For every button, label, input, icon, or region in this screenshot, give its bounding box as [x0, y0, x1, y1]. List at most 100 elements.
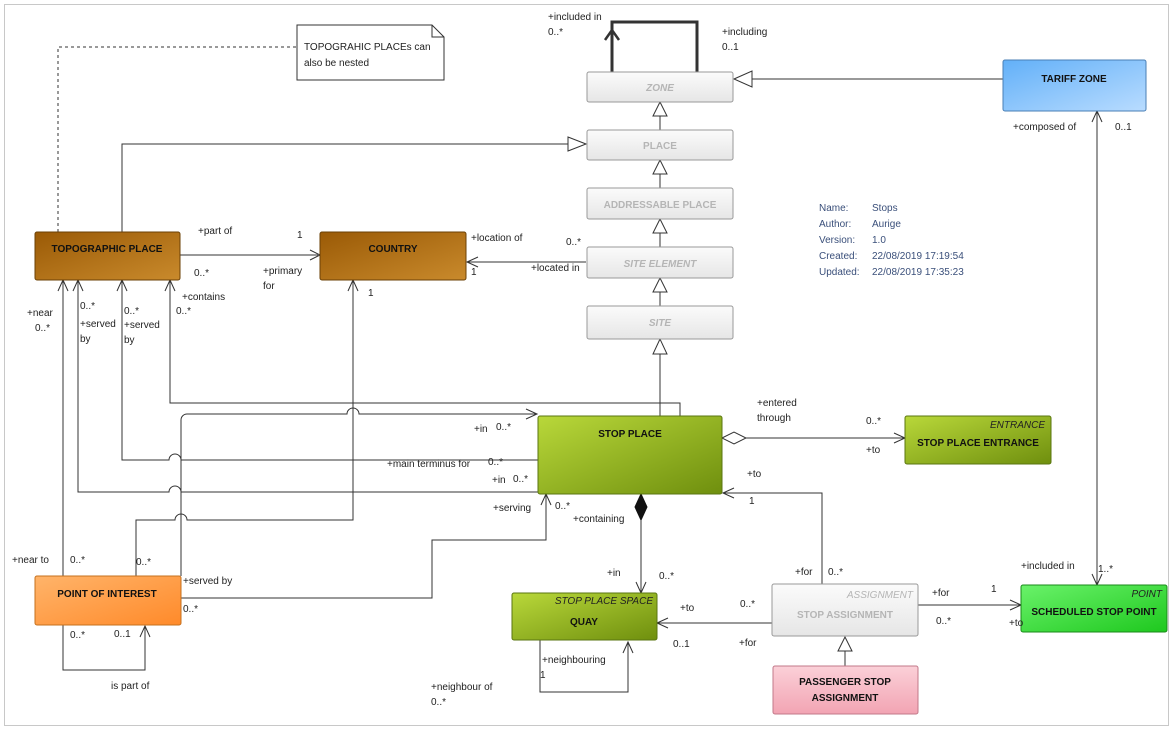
generalization-arrow [652, 337, 668, 355]
class-stop-place[interactable]: STOP PLACE [537, 415, 723, 495]
class-passenger-stop-assignment[interactable]: PASSENGER STOP ASSIGNMENT [772, 665, 919, 715]
class-scheduled-stop-point-label: SCHEDULED STOP POINT [1031, 607, 1156, 618]
label-composed-of: +composed of [1013, 122, 1076, 133]
quay-self-line [539, 640, 629, 693]
class-quay[interactable]: STOP PLACE SPACE QUAY [511, 592, 658, 641]
label-neighbouring: +neighbouring [542, 655, 606, 666]
label-near: +near [27, 308, 54, 319]
class-zone-label: ZONE [645, 83, 674, 94]
class-tariff-zone[interactable]: TARIFF ZONE [1002, 59, 1147, 112]
mult-contains: 0..* [176, 306, 191, 317]
class-place-label: PLACE [643, 141, 677, 152]
label-in-quay: +in [607, 568, 621, 579]
class-stop-place-label: STOP PLACE [598, 429, 662, 440]
mult-main-terminus: 0..* [488, 457, 503, 468]
metadata-name-label: Name: [819, 203, 848, 214]
class-point-of-interest[interactable]: POINT OF INTEREST [34, 575, 182, 626]
metadata-author-value: Aurige [872, 219, 901, 230]
class-addressable-place-label: ADDRESSABLE PLACE [604, 200, 717, 211]
metadata-created-value: 22/08/2019 17:19:54 [872, 251, 964, 262]
metadata-created-label: Created: [819, 251, 857, 262]
label-served-by: +served by [183, 576, 232, 587]
mult-country-1: 1 [368, 288, 374, 299]
mult-in-quay: 0..* [659, 571, 674, 582]
label-included-in-ssp: +included in [1021, 561, 1075, 572]
class-scheduled-stop-point[interactable]: POINT SCHEDULED STOP POINT [1020, 584, 1168, 633]
label-served-2-by: by [124, 335, 135, 346]
mult-poi-served: 0..* [136, 557, 151, 568]
label-for-stop: +for [795, 567, 813, 578]
label-entered: +entered [757, 398, 797, 409]
label-including: +including [722, 27, 767, 38]
topographic-stop-in-line [180, 407, 536, 421]
label-to-quay: +to [680, 603, 695, 614]
metadata-name-value: Stops [872, 203, 898, 214]
mult-for-stop: 0..* [828, 567, 843, 578]
poi-self-line [62, 625, 146, 671]
class-site-element[interactable]: SITE ELEMENT [586, 246, 734, 279]
metadata-version-label: Version: [819, 235, 855, 246]
association-arrow [525, 408, 539, 420]
class-site[interactable]: SITE [586, 305, 734, 340]
class-quay-stereotype: STOP PLACE SPACE [555, 596, 654, 607]
class-stop-assignment[interactable]: ASSIGNMENT STOP ASSIGNMENT [771, 583, 919, 637]
aggregation-diamond [720, 431, 748, 445]
metadata-updated-value: 22/08/2019 17:35:23 [872, 267, 964, 278]
diagram-frame [4, 4, 1169, 726]
label-to-entrance: +to [866, 445, 881, 456]
label-part-of: +part of [198, 226, 232, 237]
class-place[interactable]: PLACE [586, 129, 734, 161]
class-stop-place-entrance[interactable]: ENTRANCE STOP PLACE ENTRANCE [904, 415, 1052, 465]
generalization-arrow [652, 276, 668, 293]
class-entrance-stereotype: ENTRANCE [990, 420, 1045, 431]
metadata-updated-label: Updated: [819, 267, 860, 278]
mult-included-in-ssp: 1..* [1098, 564, 1113, 575]
label-primary-for: for [263, 281, 275, 292]
mult-near: 0..* [35, 323, 50, 334]
diagram-metadata: Name: Stops Author: Aurige Version: 1.0 … [819, 203, 964, 278]
generalization-arrow [732, 70, 753, 88]
assignment-stop-line [724, 492, 823, 584]
mult-served-2: 0..* [124, 306, 139, 317]
label-main-terminus-for: +main terminus for [387, 459, 471, 470]
class-country[interactable]: COUNTRY [319, 231, 467, 281]
generalization-arrow [567, 136, 588, 152]
class-addressable-place[interactable]: ADDRESSABLE PLACE [586, 187, 734, 220]
mult-served-by: 0..* [183, 604, 198, 615]
mult-served-1: 0..* [80, 301, 95, 312]
zone-self-arrow [603, 27, 621, 41]
class-tariff-zone-label: TARIFF ZONE [1041, 74, 1107, 85]
mult-in-2: 0..* [513, 474, 528, 485]
poi-stop-served-line [181, 495, 547, 599]
mult-neighbouring: 1 [540, 670, 546, 681]
note-box: TOPOGRAHIC PLACEs can also be nested [296, 24, 445, 81]
class-zone[interactable]: ZONE [586, 71, 734, 103]
class-assignment-stereotype: ASSIGNMENT [846, 590, 914, 601]
class-topographic-place-label: TOPOGRAPHIC PLACE [52, 244, 163, 255]
label-contains: +contains [182, 292, 225, 303]
class-site-label: SITE [649, 318, 672, 329]
association-arrow [622, 640, 634, 654]
class-topographic-place[interactable]: TOPOGRAPHIC PLACE [34, 231, 181, 281]
class-point-of-interest-label: POINT OF INTEREST [57, 589, 156, 600]
mult-part-of-star: 0..* [194, 268, 209, 279]
label-located-in: +located in [531, 263, 580, 274]
generalization-arrow [652, 100, 668, 117]
association-arrow [139, 624, 151, 638]
label-containing: +containing [573, 514, 624, 525]
generalization-arrow [652, 158, 668, 175]
label-neighbour-of: +neighbour of [431, 682, 493, 693]
mult-part-of-1: 1 [297, 230, 303, 241]
association-arrow [465, 256, 479, 268]
label-for-quay: +for [739, 638, 757, 649]
mult-poi-part-star: 0..* [70, 630, 85, 641]
class-passenger-stop-assignment-label-1: PASSENGER STOP [799, 677, 891, 688]
mult-to-quay: 0..* [740, 599, 755, 610]
mult-in-1: 0..* [496, 422, 511, 433]
mult-to-ssp: 0..* [936, 616, 951, 627]
label-served-2: +served [124, 320, 160, 331]
mult-composed-of: 0..1 [1115, 122, 1132, 133]
label-served-1-by: by [80, 334, 91, 345]
class-stop-assignment-label: STOP ASSIGNMENT [797, 610, 893, 621]
